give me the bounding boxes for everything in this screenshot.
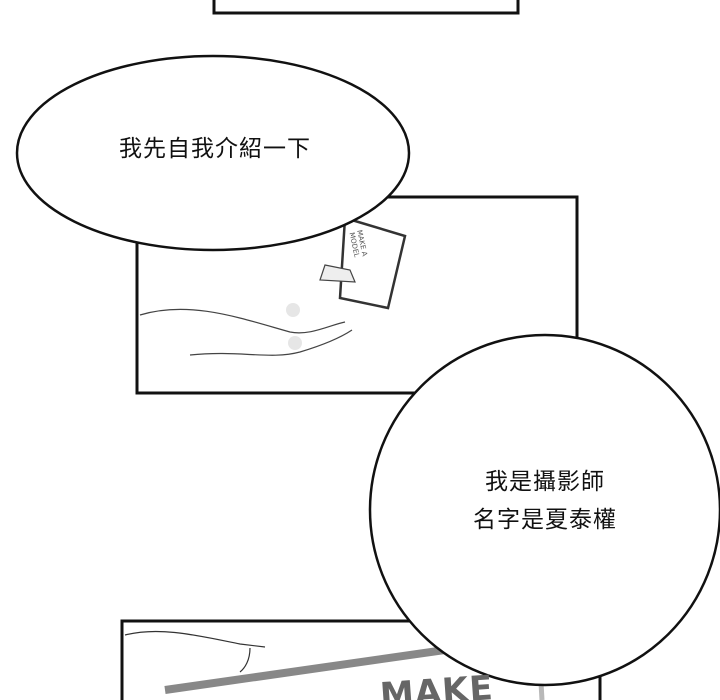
- speech-text-intro: 我先自我介紹一下: [119, 136, 311, 162]
- speech-bubble-circle: [368, 333, 720, 687]
- top-panel-frame: [212, 0, 520, 15]
- speech-text-line2: 名字是夏泰權: [473, 507, 617, 533]
- speech-text-line1: 我是攝影師: [485, 469, 605, 495]
- speech-bubble-oval: [15, 54, 411, 252]
- hand-holding-card-drawing: [139, 216, 407, 356]
